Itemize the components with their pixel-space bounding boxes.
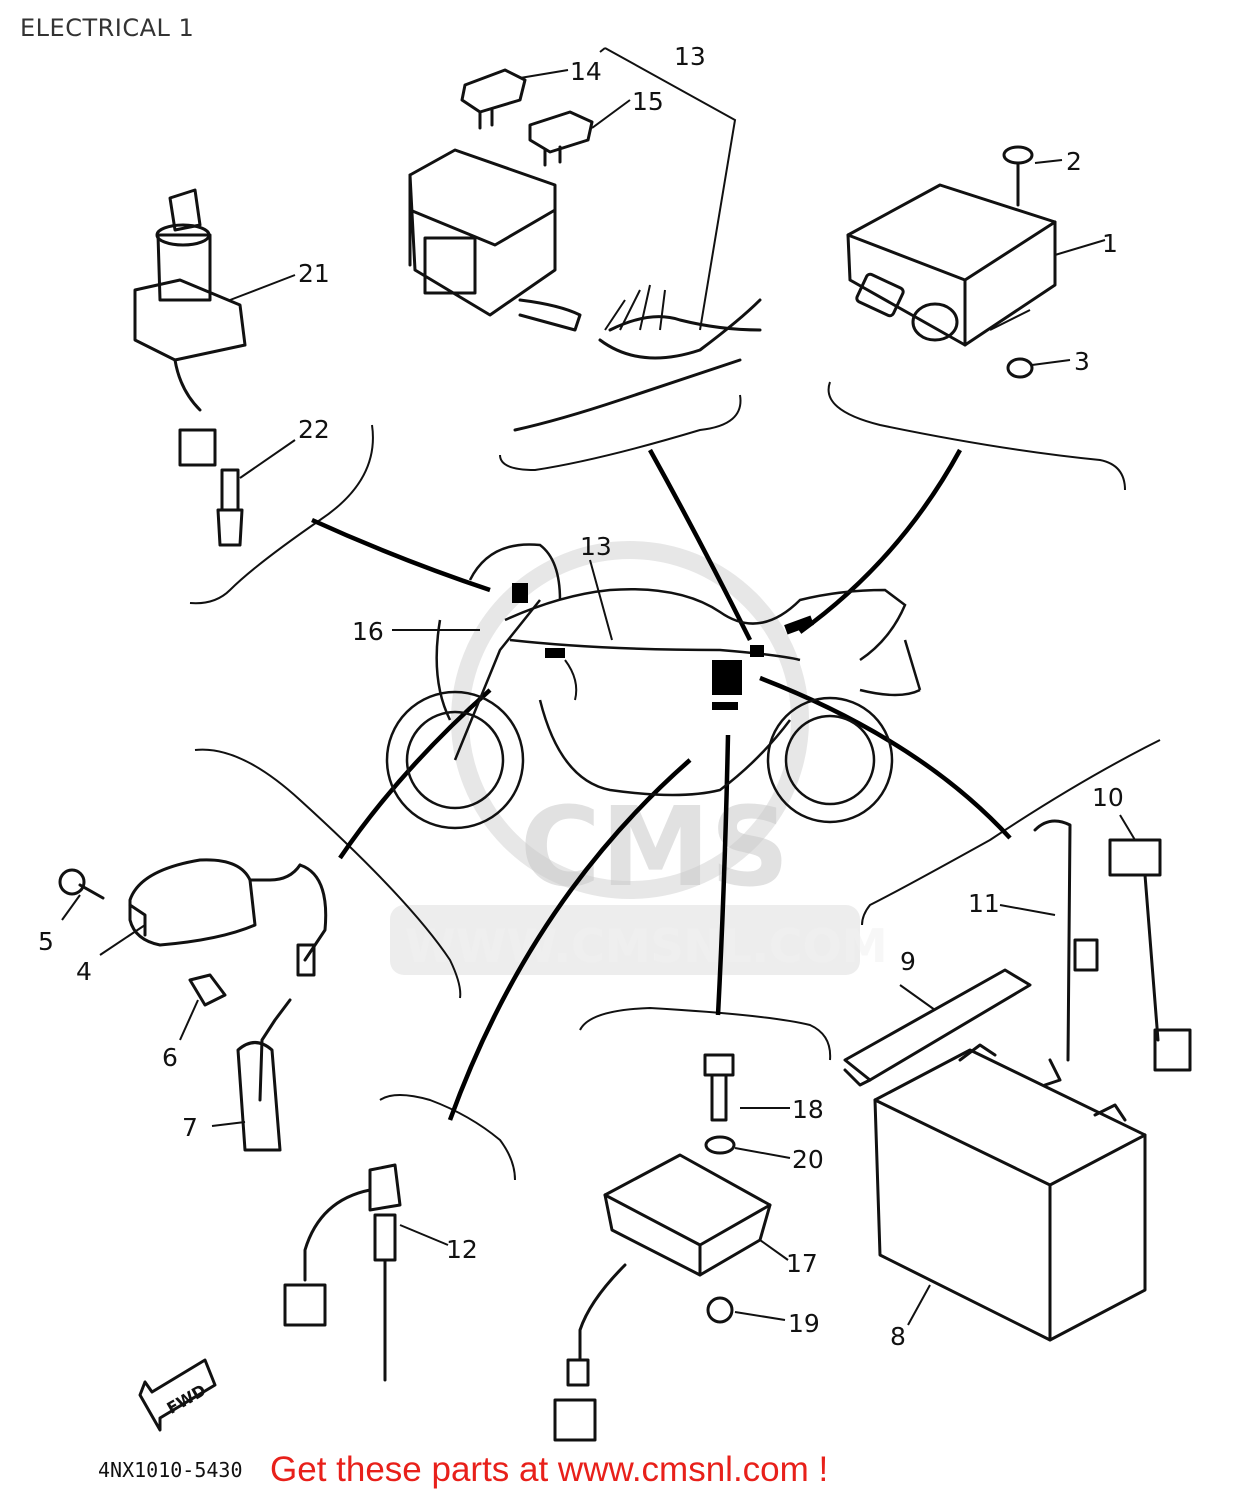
callout-10: 10 — [1092, 783, 1124, 812]
callout-16: 16 — [352, 617, 384, 646]
page-title: ELECTRICAL 1 — [20, 14, 195, 42]
part-6-clamp — [188, 973, 227, 1007]
wire-harness-part-13 — [513, 284, 762, 432]
part-18-bolt — [703, 1053, 735, 1122]
part-1-control-unit — [846, 183, 1057, 347]
drawing-code: 4NX1010-5430 — [98, 1458, 243, 1482]
leader-lines — [61, 47, 1136, 1326]
callout-8: 8 — [890, 1322, 906, 1351]
fwd-label: FWD — [164, 1381, 210, 1418]
callout-13-bike: 13 — [580, 532, 612, 561]
motorcycle-outline — [385, 543, 922, 830]
watermark-url: WWW.CMSNL.COM — [405, 919, 888, 973]
part-3-grommet — [1006, 357, 1034, 379]
callout-11: 11 — [968, 889, 1000, 918]
callout-19: 19 — [788, 1309, 820, 1338]
part-11-battery-lead — [1033, 819, 1099, 1087]
callout-17: 17 — [786, 1249, 818, 1278]
watermark-logo: CMS — [520, 783, 789, 911]
part-13-fuse-box — [408, 148, 582, 332]
part-2-screw — [1002, 145, 1034, 207]
callout-12: 12 — [446, 1235, 478, 1264]
watermark: CMS WWW.CMSNL.COM — [390, 541, 888, 975]
harness-leads — [311, 448, 1012, 1121]
callout-2: 2 — [1066, 147, 1082, 176]
fwd-arrow: FWD — [138, 1358, 217, 1432]
callout-3: 3 — [1074, 347, 1090, 376]
part-5-bolt — [58, 868, 105, 900]
part-15-fuse — [528, 110, 594, 167]
part-10-battery-lead — [1108, 838, 1192, 1072]
region-arcs — [189, 381, 1161, 1181]
callout-1: 1 — [1102, 229, 1118, 258]
callout-21: 21 — [298, 259, 330, 288]
callout-4: 4 — [76, 957, 92, 986]
part-12-neutral-switch — [283, 1163, 402, 1382]
part-19-nut — [706, 1296, 734, 1324]
callout-14: 14 — [570, 57, 602, 86]
part-14-fuse — [460, 68, 527, 130]
part-17-rectifier — [553, 1153, 772, 1442]
callout-9: 9 — [900, 947, 916, 976]
part-20-washer — [704, 1135, 736, 1155]
part-7-plug-cap — [236, 863, 328, 1152]
callout-7: 7 — [182, 1113, 198, 1142]
callout-20: 20 — [792, 1145, 824, 1174]
callout-6: 6 — [162, 1043, 178, 1072]
footer-ad-link[interactable]: Get these parts at www.cmsnl.com ! — [270, 1450, 829, 1489]
callout-5: 5 — [38, 927, 54, 956]
callout-numbers: 1 2 3 4 5 6 7 8 9 10 11 12 13 13 14 15 1… — [38, 42, 1124, 1351]
part-21-main-switch — [133, 188, 247, 467]
callout-18: 18 — [792, 1095, 824, 1124]
part-8-battery — [873, 1043, 1147, 1342]
part-4-ignition-coil — [128, 858, 302, 947]
callout-13-top: 13 — [674, 42, 706, 71]
part-22-bolt — [216, 468, 244, 547]
callout-15: 15 — [632, 87, 664, 116]
callout-22: 22 — [298, 415, 330, 444]
part-9-battery-band — [843, 968, 1032, 1087]
